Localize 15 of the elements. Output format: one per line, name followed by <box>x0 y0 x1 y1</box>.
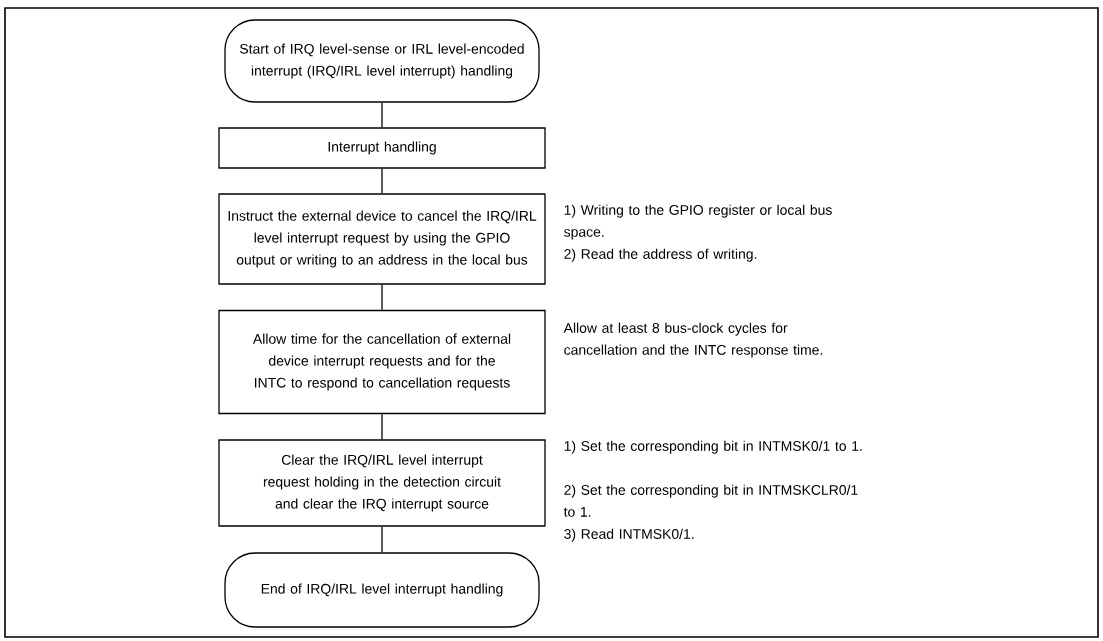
process-box: Allow time for the cancellation of external device interrupt requests and for the INTC to respond to cancellation requests <box>218 309 546 415</box>
connector-line <box>381 413 383 440</box>
note-text: 2) Read the address of writing. <box>564 248 757 262</box>
connector-line <box>381 102 383 128</box>
connector-line <box>381 284 383 311</box>
process-box: Interrupt handling <box>218 127 546 169</box>
note-text: 1) Writing to the GPIO register or local bus space. <box>564 204 832 240</box>
note-text: 2) Set the corresponding bit in INTMSKCLR0/1 to 1. <box>563 484 858 517</box>
connector-line <box>381 168 383 194</box>
note-text: 1) Set the corresponding bit in INTMSK0/1 to 1. <box>564 440 862 454</box>
process-box: Clear the IRQ/IRL level interrupt request holding in the detection circuit and clear the IRQ interrupt source <box>218 439 546 527</box>
process-box: Instruct the external device to cancel the IRQ/IRL level interrupt request by using the GPIO output or writing to an address in the local bus <box>218 193 546 285</box>
note-text: Allow at least 8 bus-clock cycles for cancellation and the INTC response time. <box>563 322 823 358</box>
note-text: 3) Read INTMSK0/1. <box>564 528 694 542</box>
connector-line <box>381 526 383 553</box>
